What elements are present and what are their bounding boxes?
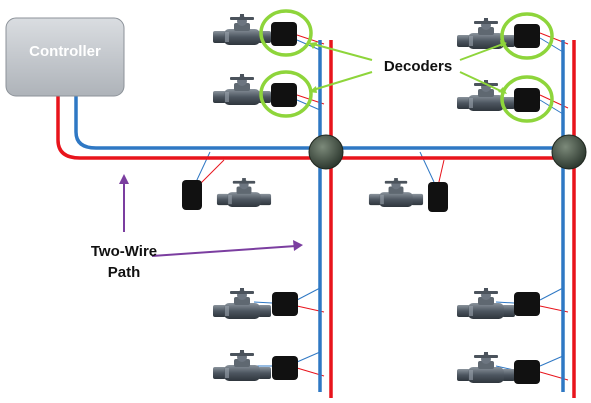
decoders-arrow <box>312 43 373 61</box>
decoder-icon <box>182 180 202 210</box>
decoder-highlight-ring <box>259 9 313 57</box>
valve-icon <box>213 288 271 319</box>
decoder-icon <box>428 182 448 212</box>
red-wire-main <box>56 96 575 160</box>
decoder-highlight-ring <box>500 75 554 123</box>
two-wire-label-line1: Two-Wire <box>91 243 157 260</box>
decoder-icon <box>272 356 298 380</box>
decoder-highlight-ring <box>500 12 554 60</box>
decoders-arrow <box>459 43 504 61</box>
decoders-label: Decoders <box>384 58 452 75</box>
two-wire-label-line2: Path <box>108 264 141 281</box>
valve-icon <box>216 178 272 207</box>
decoder-icon <box>271 22 297 46</box>
valve-icon <box>457 288 515 319</box>
controller-box: Controller <box>5 17 125 97</box>
decoder-icon <box>272 292 298 316</box>
decoders-arrow <box>459 71 504 93</box>
valve-icon <box>457 352 515 383</box>
decoder-icon <box>514 360 540 384</box>
decoder-icon <box>514 88 540 112</box>
blue-wire-main <box>74 96 568 150</box>
decoder-highlight-ring <box>259 70 313 118</box>
two-wire-arrow <box>151 245 297 257</box>
junction-icon <box>308 134 344 170</box>
valve-icon <box>368 178 424 207</box>
controller-label: Controller <box>29 43 101 60</box>
decoder-icon <box>514 292 540 316</box>
two-wire-path <box>56 40 576 398</box>
decoders-arrow <box>312 71 373 91</box>
decoder-icon <box>514 24 540 48</box>
junction-icon <box>551 134 587 170</box>
decoder-icon <box>271 83 297 107</box>
